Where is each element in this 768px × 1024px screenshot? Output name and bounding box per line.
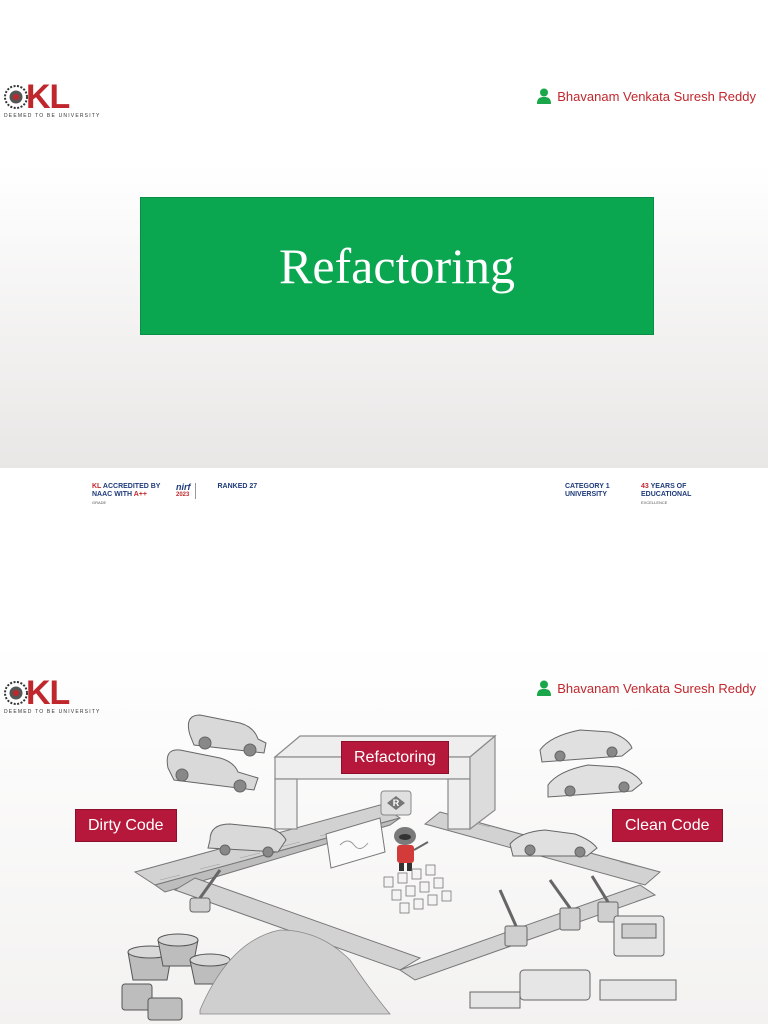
nirf-rank: RANKED 27 [217, 483, 258, 490]
naac-line2b: WITH [114, 491, 133, 498]
kl-university-logo: KL DEEMED TO BE UNIVERSITY [4, 674, 99, 716]
university-emblem-icon [4, 85, 28, 109]
kl-university-logo: KL DEEMED TO BE UNIVERSITY [4, 78, 99, 120]
years-line2: EDUCATIONAL [641, 491, 692, 498]
title-slide: KL DEEMED TO BE UNIVERSITY Bhavanam Venk… [0, 0, 768, 468]
person-icon [537, 88, 552, 104]
years-number: 43 [641, 483, 649, 490]
naac-badge: KL ACCREDITED BY NAAC WITH A++ GRADE [92, 483, 160, 507]
author-block: Bhavanam Venkata Suresh Reddy [537, 88, 756, 104]
whiteboard-icon [325, 817, 386, 869]
factory-r-sign-icon: R [380, 790, 412, 816]
logo-subtext: DEEMED TO BE UNIVERSITY [4, 709, 101, 715]
category-badge: CATEGORY 1 UNIVERSITY [565, 483, 610, 499]
nirf-logo: nirf [176, 482, 191, 492]
category-line1: CATEGORY 1 [565, 483, 610, 490]
author-name: Bhavanam Venkata Suresh Reddy [557, 88, 756, 104]
logo-text: KL [26, 674, 70, 712]
years-badge: 43 YEARS OF EDUCATIONAL EXCELLENCE [641, 483, 691, 507]
label-clean-code: Clean Code [612, 809, 723, 842]
naac-grade: A++ [133, 491, 147, 498]
refactoring-illustration-slide: KL DEEMED TO BE UNIVERSITY Bhavanam Venk… [0, 640, 768, 1024]
svg-text:R: R [393, 798, 400, 808]
label-refactoring: Refactoring [341, 741, 449, 774]
logo-text: KL [26, 78, 70, 116]
naac-line1: ACCREDITED BY [102, 483, 161, 490]
person-icon [537, 680, 552, 696]
old-cars [166, 714, 287, 858]
author-name: Bhavanam Venkata Suresh Reddy [557, 680, 756, 696]
years-line1: YEARS OF [650, 483, 687, 490]
naac-kl: KL [92, 483, 102, 490]
robot-arms [189, 869, 619, 947]
category-line2: UNIVERSITY [565, 491, 608, 498]
code-rubble-pile [199, 929, 391, 1015]
nirf-badge: nirf 2023 RANKED 27 [176, 483, 257, 499]
footer-strip: KL ACCREDITED BY NAAC WITH A++ GRADE nir… [0, 468, 768, 966]
author-block: Bhavanam Venkata Suresh Reddy [537, 680, 756, 696]
new-cars [509, 729, 643, 858]
naac-line2: NAAC [92, 491, 113, 498]
right-machinery [469, 915, 677, 1009]
years-line3: EXCELLENCE [641, 500, 668, 505]
nirf-year: 2023 [176, 492, 190, 498]
slide-title: Refactoring [278, 238, 515, 294]
title-banner: Refactoring [140, 197, 654, 335]
label-dirty-code: Dirty Code [75, 809, 177, 842]
raccoon-mascot-icon [394, 827, 429, 871]
logo-subtext: DEEMED TO BE UNIVERSITY [4, 113, 101, 119]
naac-sub: GRADE [92, 500, 107, 505]
audience-chairs [383, 864, 452, 914]
university-emblem-icon [4, 681, 28, 705]
